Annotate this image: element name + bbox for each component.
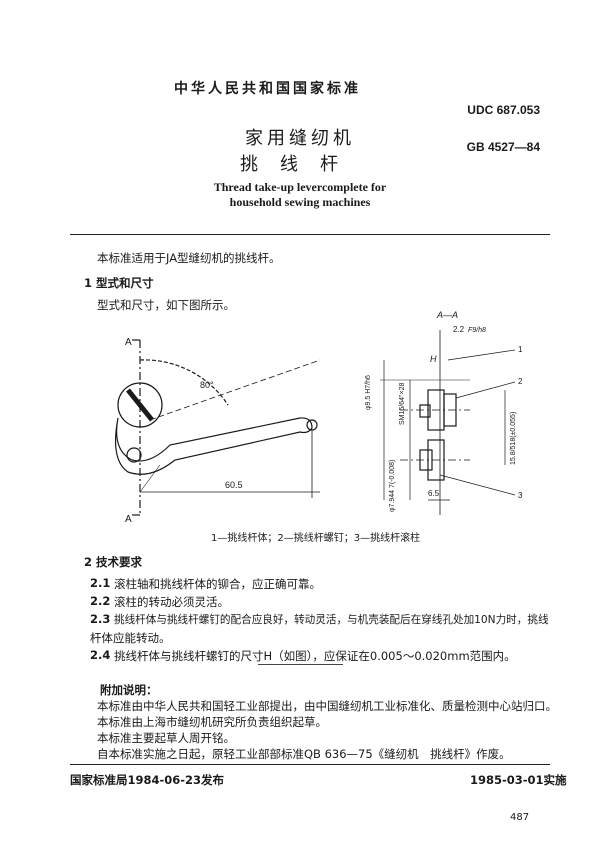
length-dim: 60.5 [225, 480, 243, 490]
take-up-lever-drawing: A A 80° 60.5 A—A 2.2 F9/h8 H 1 2 3 6.5 φ… [115, 310, 523, 525]
item-text: 滚柱的转动必须灵活。 [114, 595, 229, 609]
notes-heading: 附加说明： [100, 683, 158, 697]
page-number: 487 [510, 812, 530, 823]
title-english-line2: household sewing machines [229, 195, 371, 209]
dim-phi-9-5: φ9.5 H7/h6 [365, 375, 372, 410]
section-mark-a-bottom: A [125, 514, 132, 525]
item-text-continued: 杆体应能转动。 [90, 631, 171, 645]
dim-phi-7-9447: φ7.944 7(-0.008) [389, 460, 396, 512]
fit-top-frac: F9/h8 [468, 327, 486, 334]
section-mark-a-top: A [125, 337, 132, 348]
item-number: 2.4 [90, 648, 111, 662]
dim-thread: SM15/64"×28 [399, 383, 406, 425]
notes-line: 自本标准实施之日起，原轻工业部部标准QB 636—75《缝纫机 挑线杆》作废。 [97, 747, 511, 761]
figure-caption: 1—挑线杆体；2—挑线杆螺钉；3—挑线杆滚柱 [211, 533, 421, 544]
title-chinese-line1: 家用缝纫机 [245, 128, 355, 149]
angle-dim: 80° [200, 380, 214, 390]
item-text: 挑线杆体与挑线杆螺钉的配合应良好，转动灵活，与机壳装配后在穿线孔处加10N力时，… [114, 614, 549, 626]
callout-2: 2 [518, 377, 523, 386]
footer-divider [70, 764, 550, 765]
item-number: 2.1 [90, 576, 111, 590]
issuing-country-title: 中华人民共和国国家标准 [174, 81, 361, 97]
callout-1: 1 [518, 345, 523, 354]
item-number: 2.3 [90, 612, 111, 626]
effective-date: 1985-03-01实施 [470, 773, 567, 787]
item-text: 挑线杆体与挑线杆螺钉的尺寸H（如图），应保证在0.005～0.020mm范围内。 [114, 649, 516, 663]
gb-standard-number: GB 4527—84 [466, 140, 540, 154]
callout-3: 3 [518, 491, 523, 500]
fit-top-dim: 2.2 [453, 325, 465, 334]
section2-heading: 2 技术要求 [84, 555, 143, 569]
section1-heading: 1 型式和尺寸 [84, 276, 154, 290]
notes-line: 本标准主要起草人周开铭。 [97, 731, 235, 745]
title-english-line1: Thread take-up levercomplete for [213, 180, 387, 194]
title-chinese-line2: 挑线杆 [240, 154, 360, 175]
dim-15-8: 15.8/518(±0.055) [510, 412, 517, 465]
section-end-rule [258, 664, 343, 665]
udc-code: UDC 687.053 [467, 103, 540, 117]
notes-line: 本标准由中华人民共和国轻工业部提出，由中国缝纫机工业标准化、质量检测中心站归口。 [97, 699, 557, 713]
dim-6-5: 6.5 [428, 489, 440, 498]
scope-paragraph: 本标准适用于JA型缝纫机的挑线杆。 [97, 251, 281, 265]
h-dim-label: H [430, 354, 437, 364]
header-divider [70, 234, 550, 235]
section1-text: 型式和尺寸，如下图所示。 [97, 298, 235, 312]
issue-date: 国家标准局1984-06-23发布 [70, 773, 225, 787]
item-number: 2.2 [90, 594, 111, 608]
item-text: 滚柱轴和挑线杆体的铆合，应正确可靠。 [114, 577, 321, 591]
section-label: A—A [436, 310, 458, 320]
notes-line: 本标准由上海市缝纫机研究所负责组织起草。 [97, 715, 327, 729]
